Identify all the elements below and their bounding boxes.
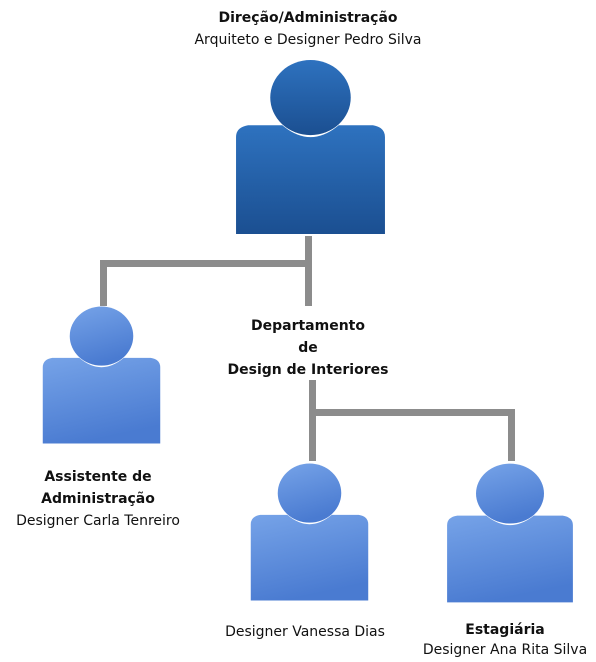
designer-label: Designer Vanessa Dias bbox=[210, 621, 400, 643]
department-line1: Departamento bbox=[251, 318, 365, 334]
connector-department-drop bbox=[305, 260, 312, 306]
assistant-label: Assistente de Administração Designer Car… bbox=[0, 466, 196, 532]
designer-name: Designer Vanessa Dias bbox=[225, 624, 385, 640]
assistant-title-line1: Assistente de bbox=[44, 469, 152, 485]
designer-person-icon bbox=[246, 462, 373, 602]
connector-department-down bbox=[309, 380, 316, 415]
intern-title: Estagiária bbox=[465, 622, 545, 638]
director-label: Direção/Administração Arquiteto e Design… bbox=[150, 7, 466, 51]
connector-bottom-horizontal bbox=[309, 409, 515, 416]
connector-designer-drop bbox=[309, 409, 316, 461]
director-name: Arquiteto e Designer Pedro Silva bbox=[194, 32, 422, 48]
assistant-title-line2: Administração bbox=[41, 491, 155, 507]
department-label: Departamento de Design de Interiores bbox=[210, 315, 406, 381]
director-title: Direção/Administração bbox=[218, 10, 398, 26]
intern-label: Estagiária Designer Ana Rita Silva bbox=[414, 620, 596, 660]
department-line2: de bbox=[298, 340, 318, 356]
director-person-icon bbox=[230, 58, 391, 236]
assistant-name: Designer Carla Tenreiro bbox=[16, 513, 180, 529]
connector-intern-drop bbox=[508, 409, 515, 461]
connector-director-down bbox=[305, 236, 312, 266]
connector-assistant-drop bbox=[100, 260, 107, 306]
connector-top-horizontal bbox=[100, 260, 312, 267]
intern-person-icon bbox=[442, 462, 578, 604]
department-line3: Design de Interiores bbox=[227, 362, 389, 378]
intern-name: Designer Ana Rita Silva bbox=[422, 642, 588, 658]
assistant-person-icon bbox=[38, 305, 165, 445]
